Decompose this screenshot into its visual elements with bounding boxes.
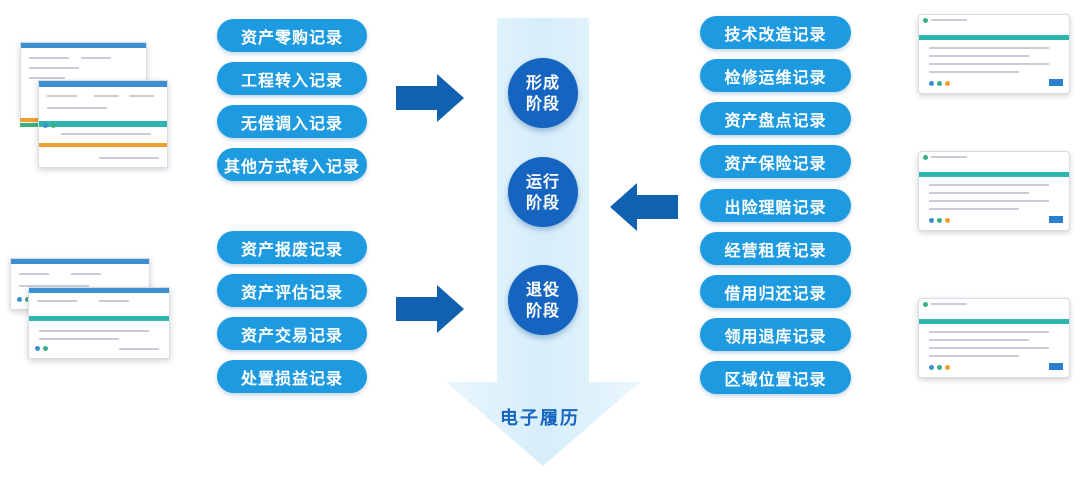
arrow-right-icon xyxy=(396,285,464,333)
stage-line: 阶段 xyxy=(525,301,560,320)
record-pill: 其他方式转入记录 xyxy=(217,148,367,181)
arrow-right-icon xyxy=(396,74,464,122)
record-pill: 资产交易记录 xyxy=(217,317,367,350)
record-pill: 检修运维记录 xyxy=(700,59,851,92)
electronic-record-label: 电子履历 xyxy=(500,408,580,429)
record-pill: 资产报废记录 xyxy=(217,231,367,264)
record-pill: 处置损益记录 xyxy=(217,360,367,393)
lifecycle-column-arrow xyxy=(446,18,640,466)
record-pill: 区域位置记录 xyxy=(700,361,851,394)
stage-formation: 形成 阶段 xyxy=(508,58,578,128)
stage-line: 阶段 xyxy=(525,193,560,212)
stage-operation: 运行 阶段 xyxy=(508,157,578,227)
stage-retirement: 退役 阶段 xyxy=(508,265,578,335)
stage-line: 阶段 xyxy=(525,94,560,113)
record-pill: 工程转入记录 xyxy=(217,62,367,95)
screenshot-thumbnail xyxy=(918,151,1070,231)
record-pill: 借用归还记录 xyxy=(700,275,851,308)
stage-line: 形成 xyxy=(525,73,560,92)
record-pill: 资产零购记录 xyxy=(217,19,367,52)
stage-line: 退役 xyxy=(525,280,560,299)
screenshot-thumbnail xyxy=(918,298,1070,378)
screenshot-thumbnail xyxy=(28,287,170,359)
screenshot-thumbnail xyxy=(38,80,168,168)
record-pill: 资产评估记录 xyxy=(217,274,367,307)
record-pill: 领用退库记录 xyxy=(700,318,851,351)
arrow-left-icon xyxy=(610,183,678,231)
record-pill: 无偿调入记录 xyxy=(217,105,367,138)
screenshot-thumbnail xyxy=(918,14,1070,94)
record-pill: 资产盘点记录 xyxy=(700,102,851,135)
stage-line: 运行 xyxy=(525,172,560,191)
record-pill: 经营租赁记录 xyxy=(700,232,851,265)
record-pill: 出险理赔记录 xyxy=(700,189,851,222)
record-pill: 技术改造记录 xyxy=(700,16,851,49)
record-pill: 资产保险记录 xyxy=(700,145,851,178)
